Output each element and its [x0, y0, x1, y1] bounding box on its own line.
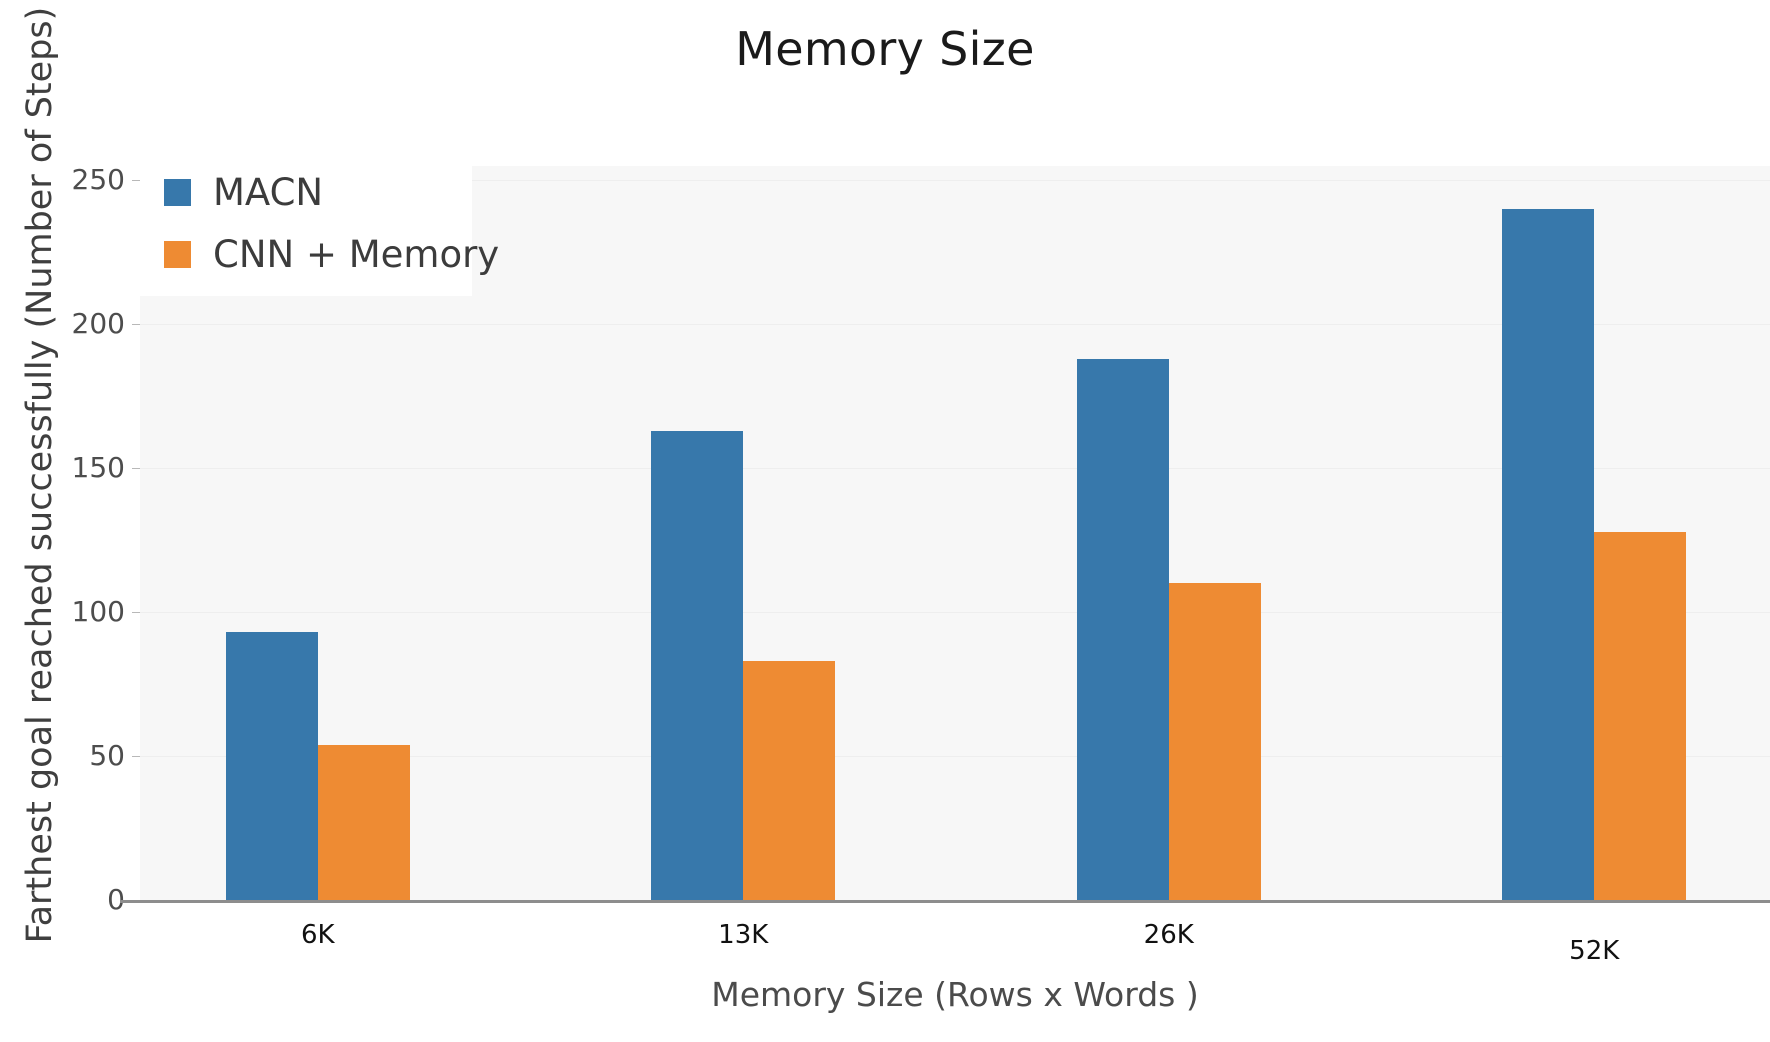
chart-title: Memory Size	[735, 22, 1035, 76]
x-tick-label-52K: 52K	[1569, 936, 1620, 966]
bar-cnn-memory-6K[interactable]	[317, 744, 410, 900]
y-tick-mark-200	[132, 324, 140, 326]
y-tick-label-250: 250	[71, 163, 125, 197]
bar-macn-52K[interactable]	[1502, 209, 1595, 900]
x-tick-label-6K: 6K	[300, 920, 335, 950]
y-axis-title: Farthest goal reached successfully (Numb…	[20, 6, 60, 944]
bar-cnn-memory-52K[interactable]	[1594, 531, 1687, 900]
chart-legend: MACN CNN + Memory	[140, 160, 499, 296]
plot-area	[140, 166, 1770, 900]
y-tick-mark-50	[132, 756, 140, 758]
bar-cnn-memory-13K[interactable]	[743, 661, 836, 900]
legend-swatch-icon-macn	[164, 179, 191, 206]
y-tick-label-50: 50	[89, 739, 125, 773]
gridline-150	[140, 468, 1770, 470]
gridline-200	[140, 324, 1770, 326]
y-tick-mark-100	[132, 612, 140, 614]
gridline-250	[140, 180, 1770, 182]
y-tick-label-200: 200	[71, 307, 125, 341]
y-tick-label-100: 100	[71, 595, 125, 629]
bar-cnn-memory-26K[interactable]	[1168, 583, 1261, 900]
bar-macn-6K[interactable]	[225, 632, 318, 900]
legend-item-1[interactable]: CNN + Memory	[164, 236, 499, 273]
x-axis-title: Memory Size (Rows x Words )	[711, 975, 1199, 1014]
legend-swatch-icon-cnn-memory	[164, 241, 191, 268]
x-tick-label-13K: 13K	[718, 920, 769, 950]
bar-macn-26K[interactable]	[1076, 358, 1169, 900]
y-tick-label-0: 0	[107, 883, 125, 916]
legend-label-0: MACN	[213, 171, 324, 214]
gridline-100	[140, 612, 1770, 614]
y-tick-mark-250	[132, 180, 140, 182]
x-tick-label-26K: 26K	[1143, 920, 1194, 950]
x-axis-line	[120, 900, 1770, 903]
legend-label-1: CNN + Memory	[213, 233, 500, 276]
y-tick-mark-150	[132, 468, 140, 470]
legend-item-0[interactable]: MACN	[164, 174, 323, 211]
y-tick-label-150: 150	[71, 451, 125, 485]
bar-macn-13K[interactable]	[651, 430, 744, 900]
gridline-50	[140, 756, 1770, 758]
